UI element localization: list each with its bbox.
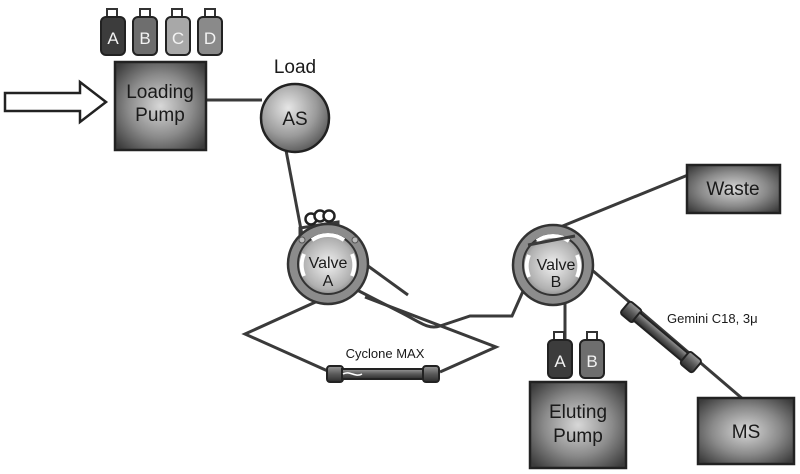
loading-pump-bottles: A B C D [100,8,223,56]
eluting-bottle-b-label: B [586,352,597,371]
valve-a-ports-icon [299,232,357,277]
autosampler-label: AS [282,109,307,130]
valve-a: Valve A [286,222,370,306]
tube-valve-a-to-valve-b [356,279,530,329]
bottle-c-label: C [172,29,184,48]
bottle-a-icon: A [100,8,126,56]
eluting-pump: Eluting Pump [528,380,628,470]
valve-a-label-line1: Valve [309,255,348,272]
bottle-d-label: D [204,29,216,48]
valve-a-label-line2: A [323,273,334,290]
valve-b-label-line2: B [551,274,562,291]
autosampler: AS [259,82,331,154]
ms-label: MS [732,422,761,443]
analytical-column [620,300,702,374]
valve-b-ports-icon [524,233,582,278]
tube-valve-a-upper [367,264,409,297]
loading-pump-label-line2: Pump [135,105,185,126]
inlet-arrow-icon [3,79,109,125]
waste: Waste [685,163,782,215]
loading-pump: Loading Pump [113,60,208,152]
bottle-b-icon: B [132,8,158,56]
autosampler-caption: Load [274,57,316,78]
analytical-column-label: Gemini C18, 3μ [667,311,758,326]
trap-column [326,365,440,383]
bottle-b-label: B [139,29,150,48]
trap-column-label: Cyclone MAX [346,346,425,361]
sample-loop-icon [304,209,336,226]
valve-b-label-line1: Valve [537,257,576,274]
tube-valve-b-to-waste [547,173,689,234]
waste-label: Waste [706,179,759,200]
eluting-bottle-a-icon: A [547,331,573,379]
eluting-bottle-b-icon: B [579,331,605,379]
eluting-bottle-a-label: A [554,352,566,371]
eluting-pump-label-line1: Eluting [549,402,607,423]
mass-spectrometer: MS [696,396,796,466]
tube-valve-a-to-trap-left [241,298,331,374]
tube-valve-b-to-ms [591,268,745,402]
tube-as-to-valve-a [283,144,305,241]
valve-b: Valve B [511,223,595,307]
tube-trap-right-to-valve-a [364,295,500,374]
bottle-c-icon: C [165,8,191,56]
bottle-a-label: A [107,29,119,48]
loading-pump-label-line1: Loading [126,82,194,103]
eluting-pump-bottles: A B [547,331,605,379]
bottle-d-icon: D [197,8,223,56]
eluting-pump-label-line2: Pump [553,426,603,447]
